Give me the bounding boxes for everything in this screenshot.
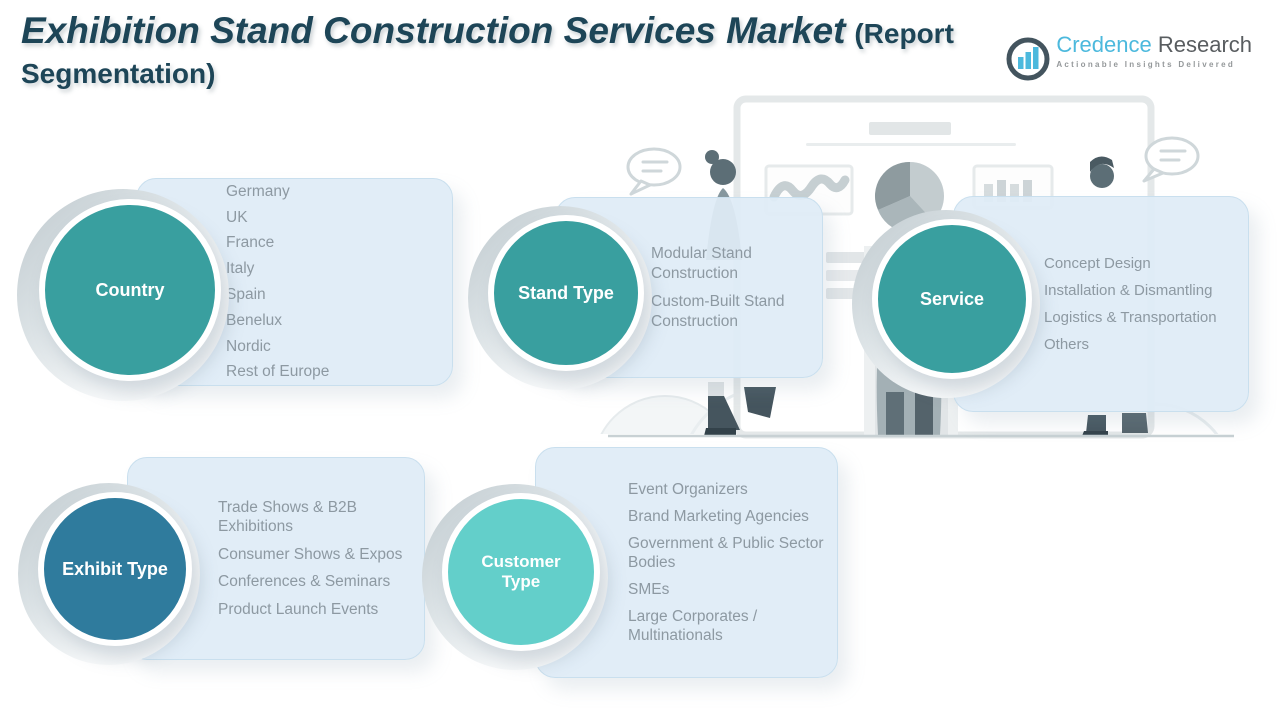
speech-bubble-left-icon <box>626 147 682 196</box>
list-item: Trade Shows & B2B Exhibitions <box>218 498 357 536</box>
list-item: Benelux <box>226 311 283 329</box>
list-item: Conferences & Seminars <box>218 573 391 591</box>
list-item: Consumer Shows & Expos <box>218 545 403 563</box>
segment-service-circle: Service <box>872 219 1032 379</box>
segment-stand-type-items: Modular Stand Construction Custom-Built … <box>651 244 816 331</box>
list-item: Italy <box>226 260 255 278</box>
logo-name-primary: Credence <box>1056 32 1152 57</box>
segment-country-label: Country <box>95 279 165 300</box>
segment-country-items: Germany UK France Italy Spain Benelux No… <box>226 179 444 385</box>
list-item: SMEs <box>628 581 670 598</box>
list-item: Nordic <box>226 337 271 355</box>
logo-text: Credence Research Actionable Insights De… <box>1056 32 1252 70</box>
list-item: France <box>226 234 275 252</box>
list-item: Others <box>1044 336 1090 353</box>
segment-customer-type-label: Customer Type <box>481 552 561 591</box>
list-item: Large Corporates / Multinationals <box>628 608 758 644</box>
segment-country-circle: Country <box>39 199 221 381</box>
logo-name-secondary: Research <box>1157 32 1252 57</box>
list-item: Spain <box>226 286 266 303</box>
segment-customer-type-circle: Customer Type <box>442 493 600 651</box>
credence-research-logo: Credence Research Actionable Insights De… <box>1005 32 1252 82</box>
page-title: Exhibition Stand Construction Services M… <box>21 8 1181 92</box>
page-title-paren-2: Segmentation) <box>21 58 216 90</box>
bar-chart-circle-icon <box>1006 37 1050 81</box>
segment-service-items: Concept Design Installation & Dismantlin… <box>1044 254 1244 354</box>
list-item: Product Launch Events <box>218 600 379 618</box>
logo-tagline: Actionable Insights Delivered <box>1056 60 1236 70</box>
segment-stand-type-label: Stand Type <box>518 282 614 303</box>
list-item: Installation & Dismantling <box>1044 282 1213 299</box>
list-item: Rest of Europe <box>226 363 330 381</box>
list-item: Custom-Built Stand Construction <box>651 293 785 330</box>
list-item: UK <box>226 208 248 226</box>
list-item: Brand Marketing Agencies <box>628 508 809 525</box>
list-item: Logistics & Transportation <box>1044 309 1217 326</box>
list-item: Event Organizers <box>628 481 748 498</box>
logo-name: Credence Research <box>1056 32 1252 57</box>
list-item: Germany <box>226 182 290 200</box>
page-title-main: Exhibition Stand Construction Services M… <box>21 10 846 51</box>
segment-service-label: Service <box>919 288 985 309</box>
segment-exhibit-type-circle: Exhibit Type <box>38 492 192 646</box>
page-title-paren-1: (Report <box>854 18 954 49</box>
list-item: Government & Public Sector Bodies <box>628 535 824 571</box>
segment-exhibit-type-label: Exhibit Type <box>62 558 168 579</box>
speech-bubble-right-icon <box>1142 136 1200 183</box>
segment-exhibit-type-items: Trade Shows & B2B Exhibitions Consumer S… <box>218 498 422 620</box>
presenter-right <box>1082 156 1148 436</box>
segment-customer-type-items: Event Organizers Brand Marketing Agencie… <box>628 480 833 645</box>
list-item: Concept Design <box>1044 255 1151 272</box>
list-item: Modular Stand Construction <box>651 245 752 282</box>
segment-stand-type-circle: Stand Type <box>488 215 644 371</box>
